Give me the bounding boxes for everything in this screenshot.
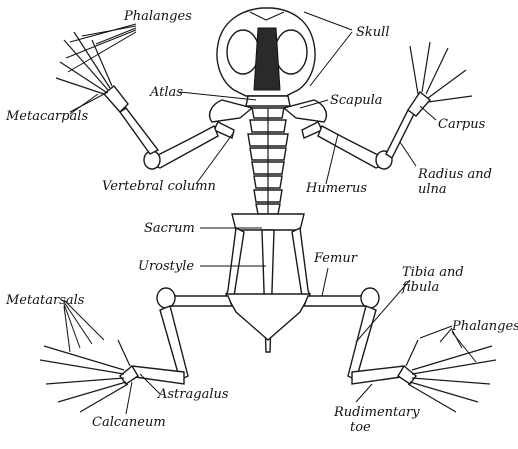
- leader-carpus: [420, 106, 436, 120]
- label-urostyle: Urostyle: [138, 259, 194, 274]
- label-astragalus: Astragalus: [157, 387, 229, 402]
- label-radius-and: Radius and: [417, 167, 492, 182]
- label-phalanges-top: Phalanges: [123, 9, 192, 24]
- pelvis: [226, 214, 310, 352]
- label-phalanges-bottom: Phalanges: [451, 319, 518, 334]
- leader-skull-1: [304, 12, 352, 30]
- label-carpus: Carpus: [438, 117, 486, 132]
- label-sacrum: Sacrum: [144, 221, 195, 236]
- label-metacarpals: Metacarpals: [5, 109, 88, 124]
- label-vertebral-column: Vertebral column: [102, 179, 216, 194]
- label-toe: toe: [350, 420, 371, 435]
- leader-calcaneum: [126, 382, 132, 414]
- leader-phalanges-4: [66, 30, 136, 58]
- label-humerus: Humerus: [305, 181, 367, 196]
- atlas-bone: [246, 96, 290, 106]
- label-ulna: ulna: [418, 182, 447, 197]
- skull-bone: [217, 8, 315, 96]
- label-rudimentary: Rudimentary: [333, 405, 420, 420]
- leader-rudimentary-toe: [356, 384, 372, 402]
- leader-radius-ulna: [400, 142, 416, 166]
- leader-skull-2: [310, 32, 352, 86]
- label-skull: Skull: [356, 25, 389, 40]
- leader-femur: [322, 268, 328, 296]
- label-atlas: Atlas: [149, 85, 183, 100]
- right-hindlimb: [304, 288, 496, 412]
- label-scapula: Scapula: [330, 93, 383, 108]
- label-fibula: fibula: [401, 280, 439, 295]
- vertebral-column: [248, 108, 288, 216]
- label-metatarsals: Metatarsals: [5, 293, 85, 308]
- label-tibia-and: Tibia and: [402, 265, 464, 280]
- leader-phalanges-bottom-1: [420, 326, 452, 338]
- label-calcaneum: Calcaneum: [92, 415, 166, 430]
- label-femur: Femur: [313, 251, 358, 266]
- leader-phalanges-1: [70, 24, 136, 42]
- skeleton-illustration: [40, 8, 496, 412]
